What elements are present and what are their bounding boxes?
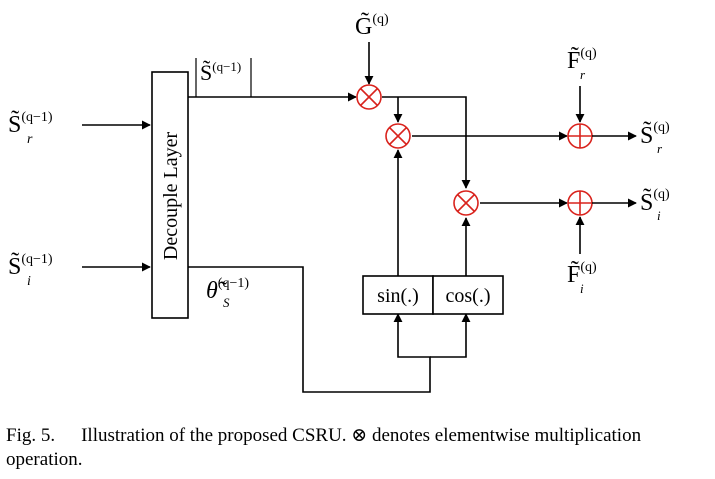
csru-diagram: Decouple Layer S̃(q−1)r S̃(q−1)i S̃(q−1)… <box>8 12 670 393</box>
input-label-sr: S̃(q−1)r <box>8 110 53 147</box>
magnitude-label: S̃(q−1) <box>200 59 241 85</box>
adder-node-real <box>567 123 593 149</box>
magnitude-path <box>188 58 357 102</box>
adder-node-imag <box>567 190 593 216</box>
caption-text: Illustration of the proposed CSRU. ⊗ den… <box>6 425 642 470</box>
multiplier-node-top <box>356 84 382 110</box>
sin-label: sin(.) <box>377 285 419 307</box>
phase-path <box>188 266 471 393</box>
decouple-layer-label: Decouple Layer <box>160 132 182 261</box>
multiplier-connections <box>382 96 568 276</box>
sin-block: sin(.) <box>362 275 434 315</box>
decouple-layer-block: Decouple Layer <box>151 71 189 319</box>
figure-number: Fig. 5. <box>6 425 56 446</box>
input-label-fr: F̃(q)r <box>567 46 597 82</box>
multiplier-node-imag <box>453 190 479 216</box>
figure-caption: Fig. 5.Illustration of the proposed CSRU… <box>6 424 706 472</box>
input-label-g: G̃(q) <box>355 12 389 40</box>
input-label-fi: F̃(q)i <box>567 260 597 296</box>
output-label-si: S̃(q)i <box>640 187 670 223</box>
cos-block: cos(.) <box>432 275 504 315</box>
output-label-sr: S̃(q)r <box>640 120 670 156</box>
multiplier-node-real <box>385 123 411 149</box>
phase-label: θ̃(q−1)S <box>206 276 249 310</box>
input-label-si: S̃(q−1)i <box>8 252 53 289</box>
cos-label: cos(.) <box>446 285 491 307</box>
